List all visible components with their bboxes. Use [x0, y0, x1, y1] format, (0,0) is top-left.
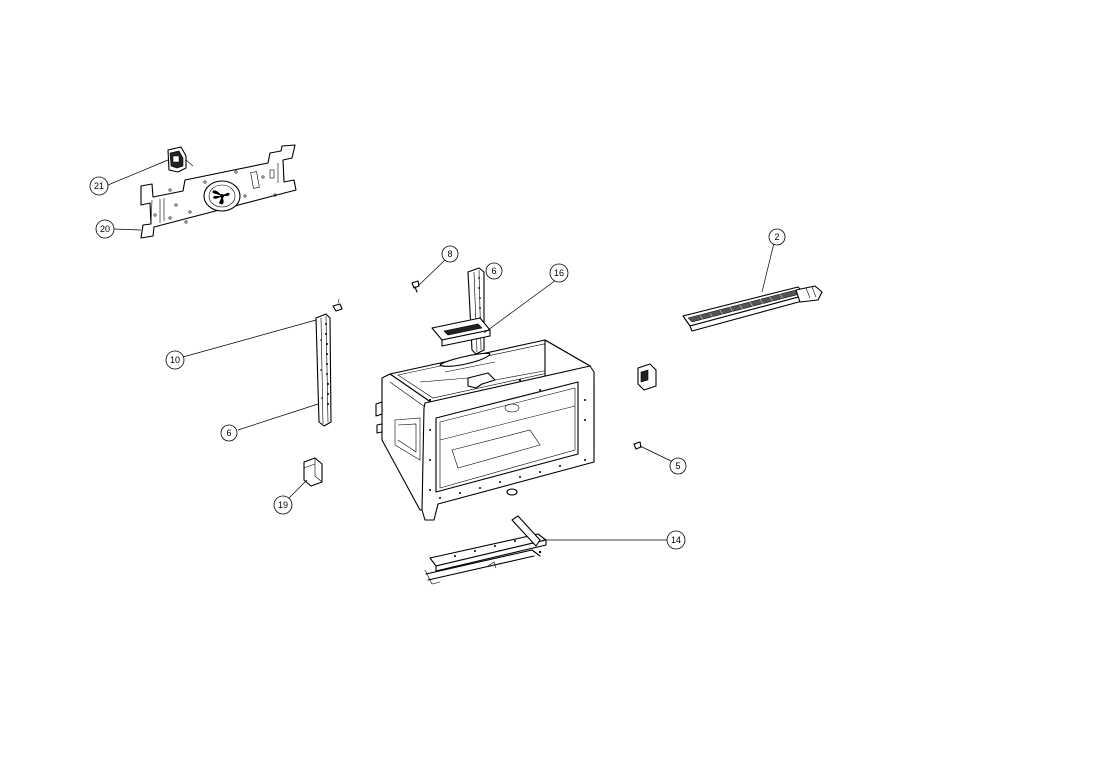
callout-bubble-10: 10 — [165, 350, 185, 370]
motor-clip — [167, 146, 194, 173]
callout-label: 8 — [447, 249, 452, 259]
callout-label: 19 — [278, 500, 288, 510]
bottom-element — [424, 515, 547, 585]
callout-bubble-19: 19 — [273, 495, 293, 515]
heating-element-grill — [682, 285, 823, 332]
callout-label: 10 — [170, 355, 180, 365]
side-rail-left — [315, 313, 332, 427]
callout-bubble-20: 20 — [95, 219, 115, 239]
callout-label: 21 — [94, 181, 104, 191]
side-rail-right — [467, 267, 485, 355]
callout-bubble-2: 2 — [768, 228, 786, 246]
callout-label: 16 — [554, 268, 564, 278]
hinge-receiver-right — [637, 363, 657, 391]
callout-bubble-14: 14 — [666, 530, 686, 550]
hinge-receiver-left — [303, 457, 323, 487]
callout-bubble-6-left: 6 — [220, 424, 238, 442]
callout-bubble-8: 8 — [441, 245, 459, 263]
oven-cavity — [375, 339, 595, 521]
callout-bubble-5: 5 — [669, 457, 687, 475]
callout-bubble-6-top: 6 — [485, 262, 503, 280]
clip — [332, 298, 343, 312]
callout-label: 6 — [491, 266, 496, 276]
top-bracket — [431, 317, 491, 347]
leader-lines — [107, 159, 775, 541]
screw — [411, 280, 420, 293]
fan-icon — [203, 180, 241, 212]
callout-label: 2 — [774, 232, 779, 242]
callout-label: 6 — [226, 428, 231, 438]
callout-bubble-21: 21 — [89, 176, 109, 196]
screw-small — [633, 441, 642, 450]
callout-label: 14 — [671, 535, 681, 545]
callout-bubble-16: 16 — [549, 263, 569, 283]
callout-label: 5 — [675, 461, 680, 471]
callout-label: 20 — [100, 224, 110, 234]
